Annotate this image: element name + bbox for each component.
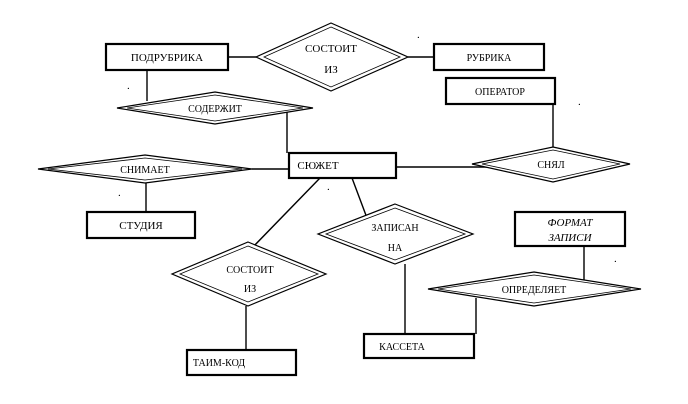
stray-dot: . bbox=[127, 80, 130, 92]
entity-label: РУБРИКА bbox=[467, 53, 513, 64]
entity-label: СЮЖЕТ bbox=[297, 160, 338, 172]
entity-taim-kod: ТАИМ-КОД bbox=[185, 348, 298, 377]
relationship-snimaet: СНИМАЕТ bbox=[37, 154, 253, 184]
relationship-sostoit-top: СОСТОИТ ИЗ bbox=[254, 22, 410, 92]
relationship-label: ИЗ bbox=[324, 64, 338, 76]
relationship-snyal: СНЯЛ bbox=[471, 146, 631, 183]
entity-label: СТУДИЯ bbox=[119, 220, 163, 232]
relationship-sostoit-bottom: СОСТОИТ ИЗ bbox=[170, 241, 328, 307]
entity-label: ЗАПИСИ bbox=[548, 232, 592, 244]
entity-syuzhet: СЮЖЕТ bbox=[287, 151, 398, 180]
stray-dot: . bbox=[118, 187, 121, 199]
relationship-label: ИЗ bbox=[244, 284, 256, 295]
connector-lines bbox=[145, 56, 585, 350]
relationship-zapisan: ЗАПИСАН НА bbox=[316, 203, 475, 265]
entity-kasseta: КАССЕТА bbox=[362, 332, 476, 360]
entity-label: ПОДРУБРИКА bbox=[131, 52, 203, 64]
entity-operator: ОПЕРАТОР bbox=[444, 76, 557, 106]
entity-format-zapisi: ФОРМАТ ЗАПИСИ bbox=[513, 210, 627, 248]
relationship-label: НА bbox=[388, 243, 403, 254]
entity-studiya: СТУДИЯ bbox=[85, 210, 197, 240]
relationship-label: СОСТОИТ bbox=[226, 265, 273, 276]
entity-label: ФОРМАТ bbox=[548, 217, 594, 229]
entity-label: КАССЕТА bbox=[379, 342, 425, 353]
entity-rubrika: РУБРИКА bbox=[432, 42, 546, 72]
stray-dot: . bbox=[417, 29, 420, 41]
line-syuzhet-sostoit-bottom bbox=[251, 177, 321, 249]
relationship-soderzhit: СОДЕРЖИТ bbox=[116, 91, 314, 125]
entity-podrubrika: ПОДРУБРИКА bbox=[104, 42, 230, 72]
stray-dot: . bbox=[578, 96, 581, 108]
entity-label: ТАИМ-КОД bbox=[193, 358, 245, 369]
stray-dot: . bbox=[327, 181, 330, 193]
relationship-opredelyaet: ОПРЕДЕЛЯЕТ bbox=[427, 271, 642, 307]
relationship-label: СОДЕРЖИТ bbox=[188, 104, 242, 115]
entity-label: ОПЕРАТОР bbox=[475, 87, 525, 98]
relationship-label: ЗАПИСАН bbox=[371, 223, 418, 234]
stray-dot: . bbox=[614, 253, 617, 265]
relationship-label: СНИМАЕТ bbox=[120, 165, 169, 176]
relationship-label: СОСТОИТ bbox=[305, 43, 357, 55]
relationship-label: СНЯЛ bbox=[537, 160, 565, 171]
relationship-label: ОПРЕДЕЛЯЕТ bbox=[502, 285, 567, 296]
stray-marks: . . . . . . bbox=[118, 29, 617, 265]
line-syuzhet-zapisan bbox=[351, 177, 368, 219]
